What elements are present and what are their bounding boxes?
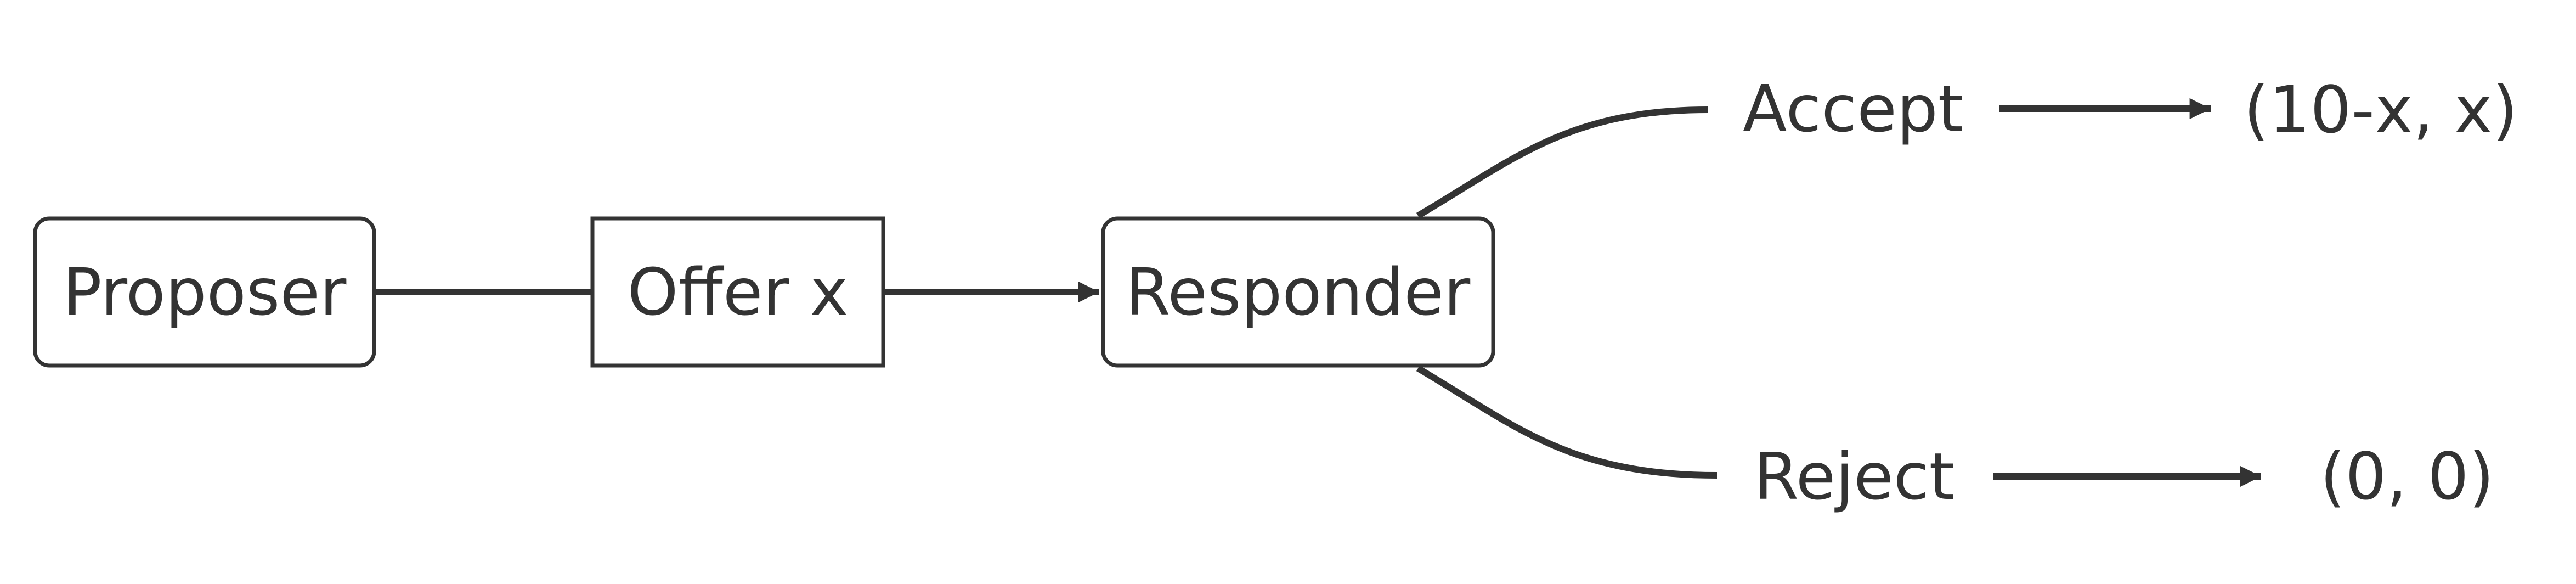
node-responder-label: Responder: [1126, 254, 1471, 330]
node-reject-label: Reject: [1754, 439, 1954, 514]
node-reject-payoff-label: (0, 0): [2320, 439, 2494, 514]
node-accept-payoff-label: (10-x, x): [2244, 72, 2517, 148]
edges: [374, 98, 2261, 487]
node-offer: Offer x: [590, 216, 885, 368]
node-proposer: Proposer: [33, 216, 376, 368]
node-offer-box: [590, 216, 885, 368]
node-proposer-label: Proposer: [63, 254, 347, 330]
node-proposer-box: [33, 216, 376, 368]
node-responder-box: [1101, 216, 1495, 368]
edge-responder-accept: [1416, 106, 1709, 219]
edge-responder-reject: [1416, 365, 1718, 479]
node-accept-label: Accept: [1743, 71, 1963, 147]
node-responder: Responder: [1101, 216, 1495, 368]
node-offer-label: Offer x: [628, 254, 849, 330]
